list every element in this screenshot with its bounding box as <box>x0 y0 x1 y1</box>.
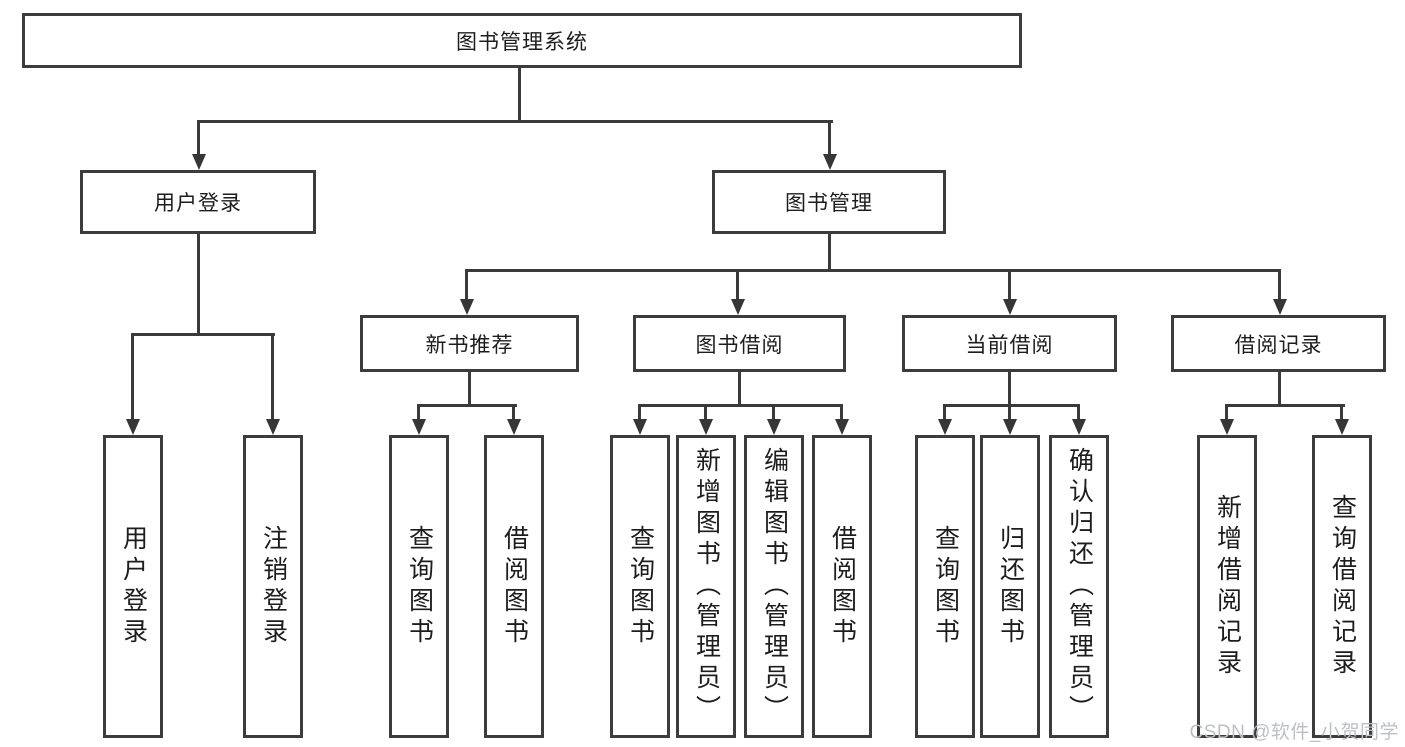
connector-bookborrow-stem <box>738 372 741 406</box>
leaf-user-login-label: 用户登录 <box>119 524 148 649</box>
leaf-bb-query-book: 查询图书 <box>610 435 670 738</box>
leaf-br-add-record: 新增借阅记录 <box>1197 435 1257 738</box>
connector-to-leaf-login <box>131 336 134 419</box>
node-root: 图书管理系统 <box>22 13 1022 68</box>
arrowhead-bb-query-icon <box>633 419 647 435</box>
leaf-bb-edit-book-label: 编辑图书（管理员） <box>760 447 789 726</box>
arrowhead-br-add-icon <box>1220 419 1234 435</box>
arrowhead-rec-borrow-icon <box>507 419 521 435</box>
connector-userlogin-bar <box>131 333 275 336</box>
leaf-cb-confirm-return: 确认归还（管理员） <box>1049 435 1109 738</box>
leaf-bb-add-book: 新增图书（管理员） <box>676 435 736 738</box>
leaf-br-query-record: 查询借阅记录 <box>1312 435 1372 738</box>
connector-newbookrec-bar <box>417 404 517 407</box>
leaf-bb-query-book-label: 查询图书 <box>626 524 655 649</box>
connector-root-bar <box>197 120 833 123</box>
connector-bookmgmt-stem <box>828 234 831 271</box>
connector-newbookrec-stem <box>468 372 471 406</box>
leaf-bb-borrow-book: 借阅图书 <box>812 435 872 738</box>
leaf-user-login: 用户登录 <box>103 435 163 738</box>
leaf-rec-borrow-book: 借阅图书 <box>484 435 544 738</box>
arrowhead-cb-query-icon <box>938 419 952 435</box>
connector-to-bookborrow <box>736 272 739 299</box>
leaf-cb-return-book-label: 归还图书 <box>996 524 1025 649</box>
connector-userlogin-stem <box>197 234 200 335</box>
connector-to-user-login <box>197 123 200 154</box>
connector-to-currentborrow <box>1008 272 1011 299</box>
connector-to-cb-return <box>1008 407 1011 419</box>
connector-borrowrecords-bar <box>1225 404 1345 407</box>
connector-to-cb-confirm <box>1077 407 1080 419</box>
connector-root-stem <box>518 68 521 123</box>
connector-to-br-query <box>1340 407 1343 419</box>
arrowhead-currentborrow-icon <box>1003 299 1017 315</box>
node-book-management-label: 图书管理 <box>785 192 873 215</box>
node-current-borrow: 当前借阅 <box>902 315 1117 372</box>
connector-to-bb-query <box>638 407 641 419</box>
arrowhead-borrowrecords-icon <box>1273 299 1287 315</box>
node-user-login-label: 用户登录 <box>154 192 242 215</box>
leaf-rec-query-book: 查询图书 <box>389 435 449 738</box>
leaf-bb-add-book-label: 新增图书（管理员） <box>692 447 721 726</box>
leaf-bb-borrow-book-label: 借阅图书 <box>828 524 857 649</box>
arrowhead-cb-return-icon <box>1003 419 1017 435</box>
leaf-cb-query-book: 查询图书 <box>915 435 975 738</box>
connector-to-leaf-logout <box>271 336 274 419</box>
leaf-logout-label: 注销登录 <box>259 524 288 649</box>
connector-to-cb-query <box>943 407 946 419</box>
connector-to-book-mgmt <box>828 123 831 154</box>
node-borrow-records-label: 借阅记录 <box>1234 333 1323 357</box>
leaf-rec-query-book-label: 查询图书 <box>405 524 434 649</box>
arrowhead-bookborrow-icon <box>731 299 745 315</box>
connector-to-borrowrecords <box>1278 272 1281 299</box>
node-new-book-recommend-label: 新书推荐 <box>425 333 514 357</box>
connector-to-rec-borrow <box>512 407 515 419</box>
arrowhead-leaf-logout-icon <box>266 419 280 435</box>
node-book-borrow: 图书借阅 <box>633 315 846 372</box>
leaf-logout: 注销登录 <box>243 435 303 738</box>
connector-bookborrow-bar <box>638 404 843 407</box>
connector-to-bb-borrow <box>840 407 843 419</box>
leaf-bb-edit-book: 编辑图书（管理员） <box>744 435 804 738</box>
arrowhead-user-login-icon <box>192 154 206 170</box>
arrowhead-book-mgmt-icon <box>823 154 837 170</box>
connector-to-br-add <box>1225 407 1228 419</box>
connector-to-newbookrec <box>465 272 468 299</box>
csdn-watermark: CSDN @软件_小贺同学 <box>1189 722 1399 743</box>
node-new-book-recommend: 新书推荐 <box>360 315 579 372</box>
leaf-rec-borrow-book-label: 借阅图书 <box>500 524 529 649</box>
arrowhead-bb-edit-icon <box>767 419 781 435</box>
node-book-borrow-label: 图书借阅 <box>695 333 784 357</box>
arrowhead-leaf-login-icon <box>126 419 140 435</box>
arrowhead-rec-query-icon <box>412 419 426 435</box>
connector-to-bb-edit <box>772 407 775 419</box>
arrowhead-cb-confirm-icon <box>1072 419 1086 435</box>
connector-currentborrow-stem <box>1008 372 1011 406</box>
connector-bookmgmt-bar <box>465 269 1281 272</box>
node-borrow-records: 借阅记录 <box>1171 315 1386 372</box>
leaf-br-add-record-label: 新增借阅记录 <box>1213 493 1242 680</box>
arrowhead-bb-borrow-icon <box>835 419 849 435</box>
leaf-cb-return-book: 归还图书 <box>980 435 1040 738</box>
arrowhead-br-query-icon <box>1335 419 1349 435</box>
node-root-label: 图书管理系统 <box>456 30 588 54</box>
node-current-borrow-label: 当前借阅 <box>965 333 1054 357</box>
node-user-login: 用户登录 <box>80 170 316 234</box>
connector-to-bb-add <box>704 407 707 419</box>
connector-currentborrow-bar <box>943 404 1080 407</box>
node-book-management: 图书管理 <box>712 170 946 234</box>
arrowhead-bb-add-icon <box>699 419 713 435</box>
leaf-cb-confirm-return-label: 确认归还（管理员） <box>1065 447 1094 726</box>
connector-borrowrecords-stem <box>1278 372 1281 406</box>
leaf-br-query-record-label: 查询借阅记录 <box>1328 493 1357 680</box>
arrowhead-newbookrec-icon <box>460 299 474 315</box>
connector-to-rec-query <box>417 407 420 419</box>
leaf-cb-query-book-label: 查询图书 <box>931 524 960 649</box>
